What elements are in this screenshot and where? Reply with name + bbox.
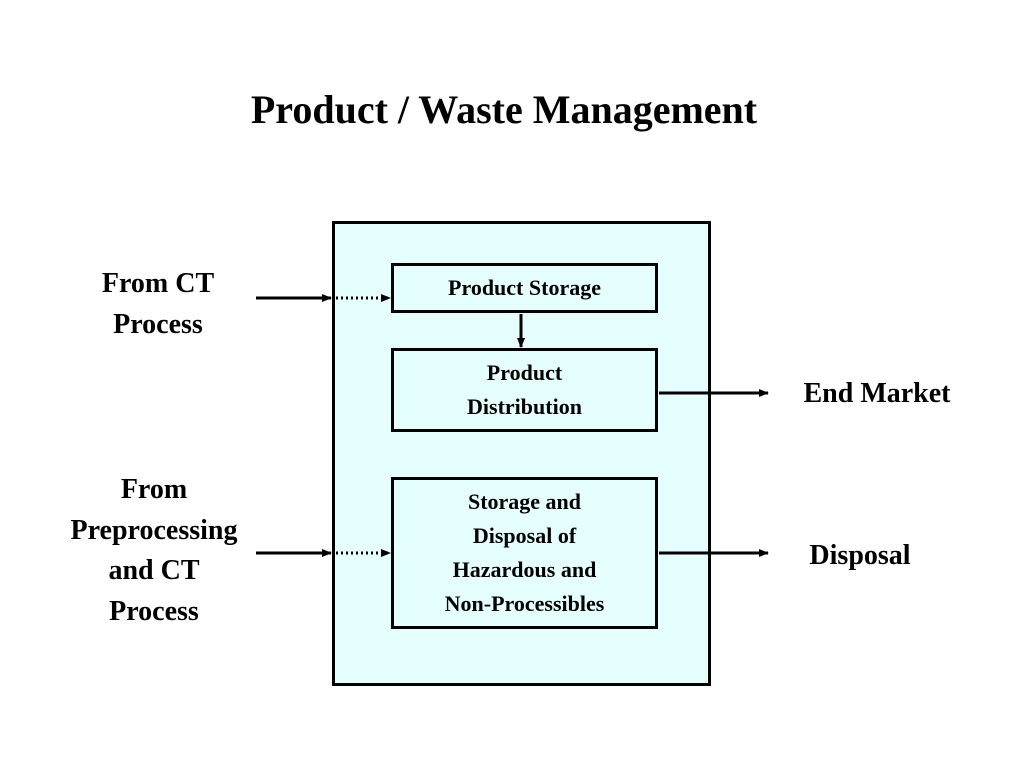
end-market-label: End Market (803, 378, 951, 409)
page-title: Product / Waste Management (250, 87, 758, 132)
product-distribution-label: Product Distribution (467, 359, 582, 419)
hazardous-disposal-label: Storage and Disposal of Hazardous and No… (444, 488, 605, 617)
from-ct-process-label: From CT Process (101, 268, 215, 340)
product-distribution-box: Product Distribution (391, 348, 658, 432)
from-preprocessing-label: From Preprocessing and CT Process (70, 474, 238, 627)
product-storage-label: Product Storage (448, 274, 601, 300)
hazardous-disposal-box: Storage and Disposal of Hazardous and No… (391, 477, 658, 629)
product-storage-box: Product Storage (391, 263, 658, 313)
disposal-label: Disposal (809, 540, 911, 571)
